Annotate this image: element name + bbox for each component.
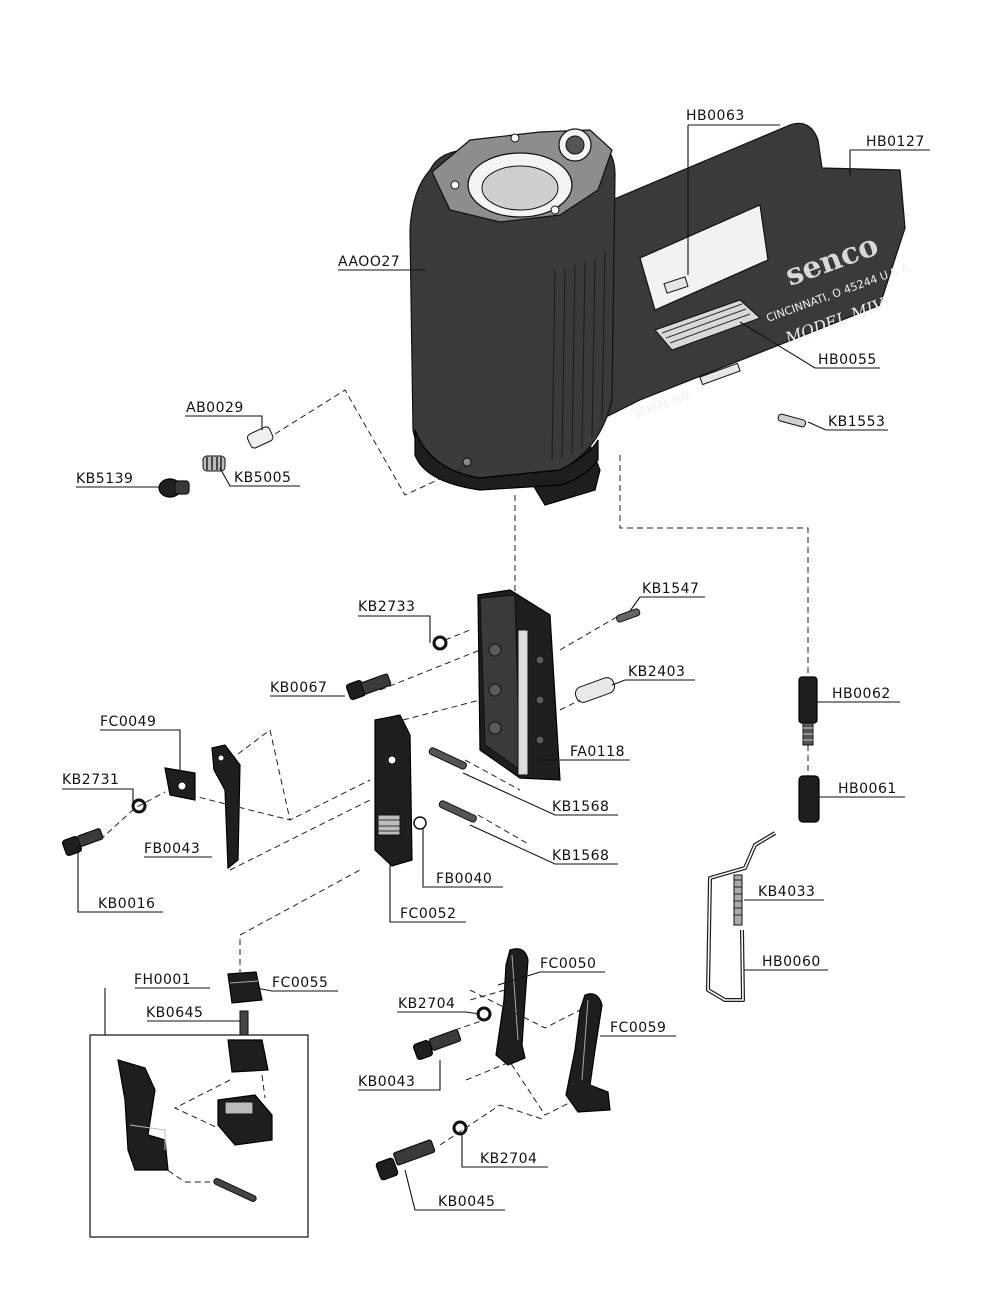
label-fc0052: FC0052 <box>400 906 456 922</box>
label-kb2704-lower: KB2704 <box>480 1151 537 1167</box>
screw-kb5139 <box>158 478 190 498</box>
label-kb5005: KB5005 <box>234 470 291 486</box>
cam-fc0050 <box>495 948 529 1066</box>
label-kb1547: KB1547 <box>642 581 699 597</box>
pin-kb1568-lower <box>438 800 477 823</box>
housing-aa0027: senco CINCINNATI, O 45244 U.S.A. MODEL M… <box>409 122 913 506</box>
latch-assembly-fh0001 <box>89 1034 309 1238</box>
pin-ab0029 <box>246 426 274 449</box>
spring-kb4033 <box>733 874 743 926</box>
plate-fc0049 <box>164 767 196 801</box>
screw-kb0067 <box>345 673 392 701</box>
label-hb0063: HB0063 <box>686 108 745 124</box>
screw-kb0043 <box>412 1029 462 1061</box>
adjuster-hb0062 <box>798 676 818 746</box>
label-kb2731: KB2731 <box>62 772 119 788</box>
label-hb0060: HB0060 <box>762 954 821 970</box>
part-labels: HB0063 HB0127 AAOO27 HB0055 AB0029 KB155… <box>62 108 925 1210</box>
screw-kb0045 <box>375 1139 436 1181</box>
screw-kb0016 <box>61 828 104 857</box>
label-hb0062: HB0062 <box>832 686 891 702</box>
driver-blade-fc0055 <box>227 971 263 1004</box>
lever-fb0043 <box>211 744 241 870</box>
label-kb4033: KB4033 <box>758 884 815 900</box>
label-fh0001: FH0001 <box>134 972 191 988</box>
bushing-kb2403 <box>574 677 616 703</box>
label-fb0040: FB0040 <box>436 871 492 887</box>
label-hb0061: HB0061 <box>838 781 897 797</box>
label-fc0050: FC0050 <box>540 956 596 972</box>
leader-lines <box>62 124 930 1211</box>
sleeve-hb0061 <box>798 775 820 823</box>
pin-kb1547 <box>616 608 641 623</box>
label-kb2704-upper: KB2704 <box>398 996 455 1012</box>
wire-hb0060 <box>706 831 777 1002</box>
label-fc0049: FC0049 <box>100 714 156 730</box>
label-fa0118: FA0118 <box>570 744 625 760</box>
label-hb0127: HB0127 <box>866 134 925 150</box>
label-kb0043: KB0043 <box>358 1074 415 1090</box>
pin-fb0040 <box>413 816 427 830</box>
washer-kb2733 <box>432 635 448 651</box>
spring-kb5005 <box>202 455 226 472</box>
label-kb1568-upper: KB1568 <box>552 799 609 815</box>
label-kb0067: KB0067 <box>270 680 327 696</box>
label-kb1553: KB1553 <box>828 414 885 430</box>
nameplate-hb0055 <box>654 299 761 351</box>
label-kb5139: KB5139 <box>76 471 133 487</box>
label-kb2733: KB2733 <box>358 599 415 615</box>
pin-kb1553 <box>777 413 807 428</box>
label-kb2403: KB2403 <box>628 664 685 680</box>
label-kb0045: KB0045 <box>438 1194 495 1210</box>
spring-kb0645 <box>239 1010 249 1036</box>
assembly-lines <box>99 389 809 1146</box>
trigger-fc0059 <box>565 993 611 1113</box>
clip-hb0063 <box>663 276 689 294</box>
label-kb0016: KB0016 <box>98 896 155 912</box>
label-kb0645: KB0645 <box>146 1005 203 1021</box>
label-fc0059: FC0059 <box>610 1020 666 1036</box>
label-ab0029: AB0029 <box>186 400 244 416</box>
label-aa0027: AAOO27 <box>338 254 400 270</box>
pin-kb1568-upper <box>428 747 467 770</box>
label-fb0043: FB0043 <box>144 841 200 857</box>
label-hb0055: HB0055 <box>818 352 877 368</box>
guide-fc0052 <box>374 714 413 867</box>
label-kb1568-lower: KB1568 <box>552 848 609 864</box>
body-fa0118 <box>477 589 561 781</box>
label-fc0055: FC0055 <box>272 975 328 991</box>
